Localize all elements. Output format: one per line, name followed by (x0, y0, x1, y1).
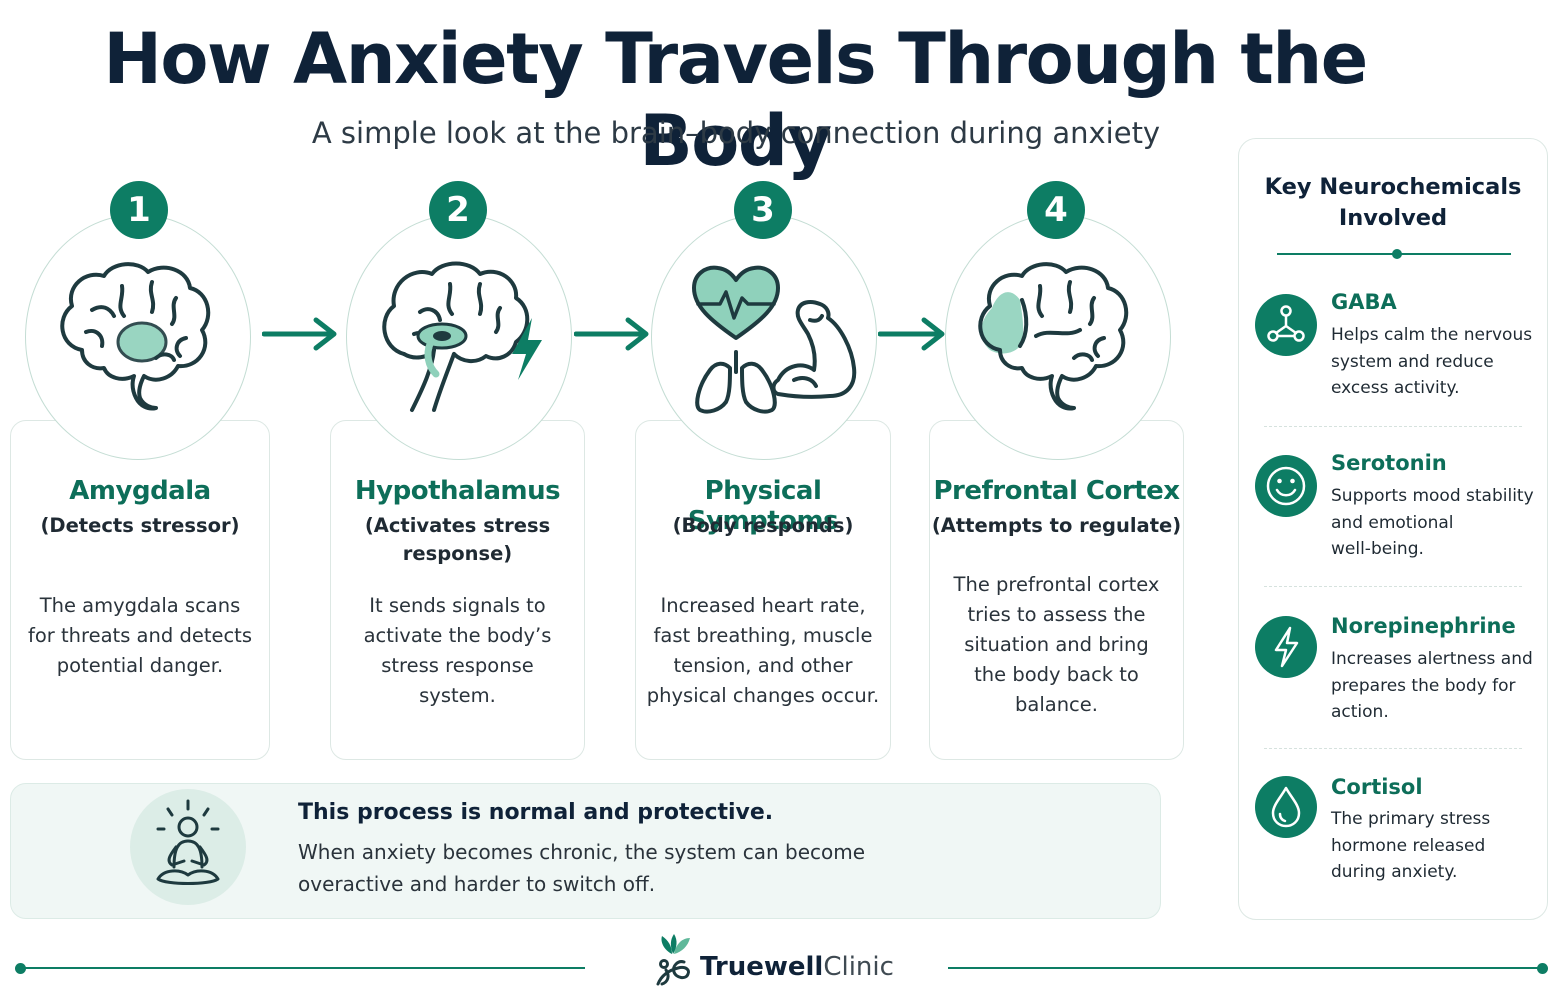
neurochemicals-panel-title: Key Neurochemicals Involved (1264, 174, 1522, 231)
footer-line-right (948, 967, 1540, 969)
step-description-1: The amygdala scans for threats and detec… (28, 594, 252, 677)
step-card-2 (330, 420, 585, 760)
page-subtitle: A simple look at the brain–body connecti… (311, 116, 1161, 150)
footer-dot-right (1537, 963, 1548, 974)
neurochemical-name-serotonin: Serotonin (1331, 451, 1447, 475)
step-description-2: It sends signals to activate the body’s … (363, 594, 552, 707)
neurochemical-desc-serotonin: Supports mood stability and emotional we… (1331, 486, 1534, 559)
brain-hypothalamus-icon (382, 261, 542, 412)
footer-line-left (20, 967, 585, 969)
truewell-logo-icon (656, 934, 690, 986)
brand-name: TruewellClinic (700, 952, 894, 982)
step-number-badge-2: 2 (429, 181, 487, 239)
neurochemical-desc-cortisol: The primary stress hormone released duri… (1331, 809, 1491, 882)
molecule-icon (1255, 294, 1317, 356)
brain-amygdala-icon (60, 262, 211, 411)
neurochemical-separator (1264, 426, 1522, 427)
panel-divider-dot (1392, 249, 1402, 259)
neurochemical-name-gaba: GABA (1331, 290, 1397, 314)
step-title-2: Hypothalamus (354, 476, 561, 506)
step-illustration-circle-3 (651, 214, 877, 460)
flow-arrow-2 (574, 317, 649, 351)
step-number-badge-3: 3 (734, 181, 792, 239)
step-illustration-circle-2 (346, 214, 572, 460)
step-title-4: Prefrontal Cortex (933, 476, 1180, 506)
heart-lungs-muscle-icon (692, 265, 857, 414)
step-title-3: Physical Symptoms (687, 476, 839, 536)
step-title-1: Amygdala (69, 476, 211, 506)
note-title: This process is normal and protective. (298, 800, 774, 825)
droplet-icon (1255, 776, 1317, 838)
step-description-4: The prefrontal cortex tries to assess th… (953, 573, 1160, 716)
flow-arrow-1 (262, 317, 337, 351)
step-subtitle-3: (Body responds) (672, 514, 854, 537)
neurochemical-separator (1264, 586, 1522, 587)
step-subtitle-4: (Attempts to regulate) (931, 514, 1182, 537)
step-subtitle-2: (Activates stress response) (364, 514, 551, 565)
step-description-3: Increased heart rate, fast breathing, mu… (646, 594, 880, 707)
step-number-badge-4: 4 (1027, 181, 1085, 239)
step-subtitle-1: (Detects stressor) (40, 514, 240, 537)
neurochemical-separator (1264, 748, 1522, 749)
meditation-icon (156, 799, 220, 885)
lightning-icon (1255, 616, 1317, 678)
neurochemical-name-cortisol: Cortisol (1331, 775, 1423, 799)
page-title: How Anxiety Travels Through the Body (103, 18, 1368, 182)
step-card-4 (929, 420, 1184, 760)
neurochemical-desc-norepinephrine: Increases alertness and prepares the bod… (1331, 649, 1533, 722)
neurochemical-name-norepinephrine: Norepinephrine (1331, 614, 1516, 638)
step-card-1 (10, 420, 270, 760)
brain-prefrontal-icon (978, 262, 1129, 411)
neurochemical-desc-gaba: Helps calm the nervous system and reduce… (1331, 325, 1533, 398)
step-number-badge-1: 1 (110, 181, 168, 239)
flow-arrow-3 (878, 317, 945, 351)
smile-icon (1255, 455, 1317, 517)
step-card-3 (635, 420, 891, 760)
note-body: When anxiety becomes chronic, the system… (298, 840, 866, 896)
